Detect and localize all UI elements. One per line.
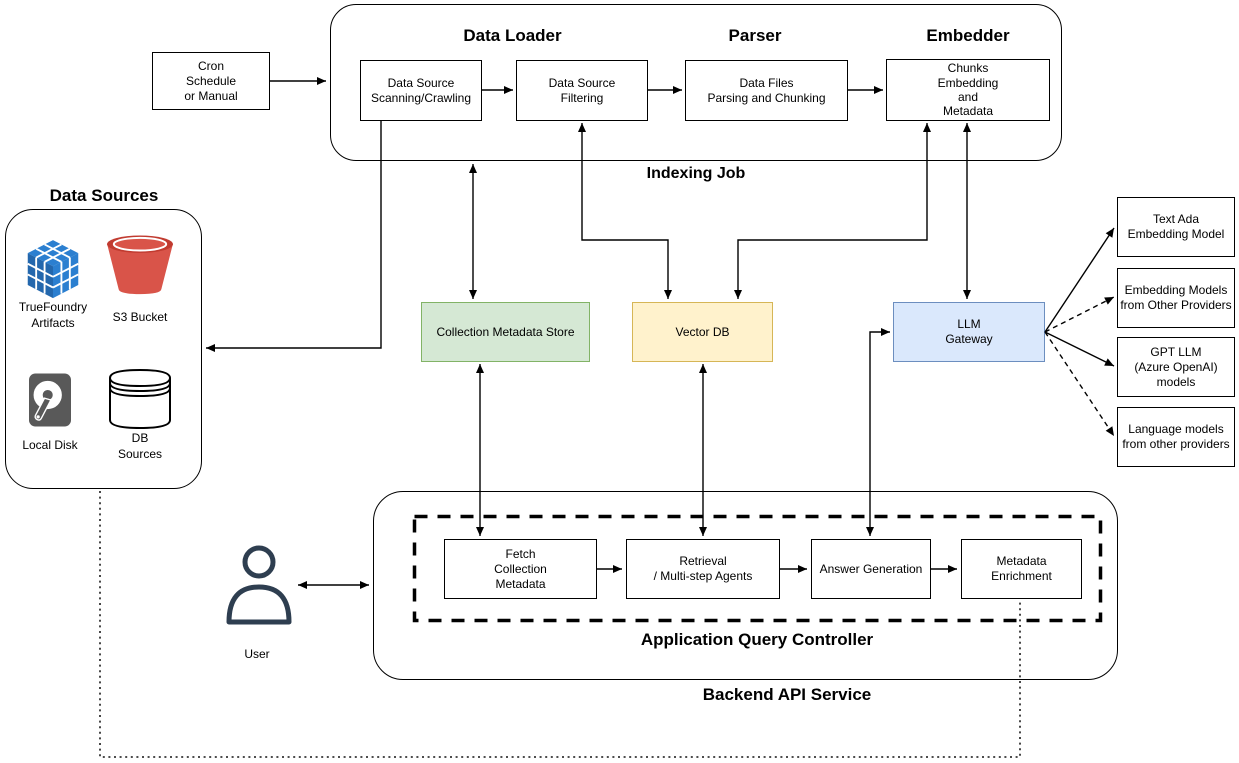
s3-bucket-label: S3 Bucket <box>112 310 168 324</box>
indexing-job-container <box>330 4 1062 161</box>
parser-header: Parser <box>728 26 782 45</box>
connector-llm-to-other-embedding-models <box>1044 296 1115 333</box>
connector-llm-to-text-ada <box>1044 227 1115 333</box>
indexing-job-label: Indexing Job <box>646 165 746 182</box>
truefoundry-cube-icon <box>27 240 79 299</box>
local-disk-icon <box>29 373 71 427</box>
other-language-models-node: Language models from other providers <box>1117 407 1235 467</box>
connector-llm-to-gpt-llm <box>1044 331 1115 367</box>
truefoundry-artifacts-label: TrueFoundry Artifacts <box>18 300 88 330</box>
retrieval-agents-node: Retrieval / Multi-step Agents <box>626 539 780 599</box>
local-disk-label: Local Disk <box>22 438 78 452</box>
answer-generation-node: Answer Generation <box>811 539 931 599</box>
connector-llm-to-other-language-models <box>1044 331 1115 437</box>
chunks-embedding-node: Chunks Embedding and Metadata <box>886 59 1050 121</box>
data-files-parsing-node: Data Files Parsing and Chunking <box>685 60 848 121</box>
vector-db-node: Vector DB <box>632 302 773 362</box>
gpt-llm-node: GPT LLM (Azure OpenAI) models <box>1117 337 1235 397</box>
data-loader-header: Data Loader <box>463 26 562 45</box>
cron-schedule-node: Cron Schedule or Manual <box>152 52 270 110</box>
s3-bucket-icon <box>107 235 173 295</box>
data-source-filtering-node: Data Source Filtering <box>516 60 648 121</box>
data-source-scanning-node: Data Source Scanning/Crawling <box>360 60 482 121</box>
llm-gateway-node: LLM Gateway <box>893 302 1045 362</box>
data-sources-container <box>5 209 202 489</box>
embedder-header: Embedder <box>926 26 1010 45</box>
backend-api-service-label: Backend API Service <box>702 685 872 704</box>
application-query-controller-label: Application Query Controller <box>640 630 874 649</box>
other-embedding-models-node: Embedding Models from Other Providers <box>1117 268 1235 328</box>
db-sources-label: DB Sources <box>117 431 163 461</box>
text-ada-model-node: Text Ada Embedding Model <box>1117 197 1235 257</box>
metadata-enrichment-node: Metadata Enrichment <box>961 539 1082 599</box>
collection-metadata-store-node: Collection Metadata Store <box>421 302 590 362</box>
database-cylinder-icon <box>109 368 171 430</box>
data-sources-title: Data Sources <box>49 186 159 205</box>
user-label: User <box>244 647 270 661</box>
fetch-collection-metadata-node: Fetch Collection Metadata <box>444 539 597 599</box>
user-icon <box>226 545 292 625</box>
